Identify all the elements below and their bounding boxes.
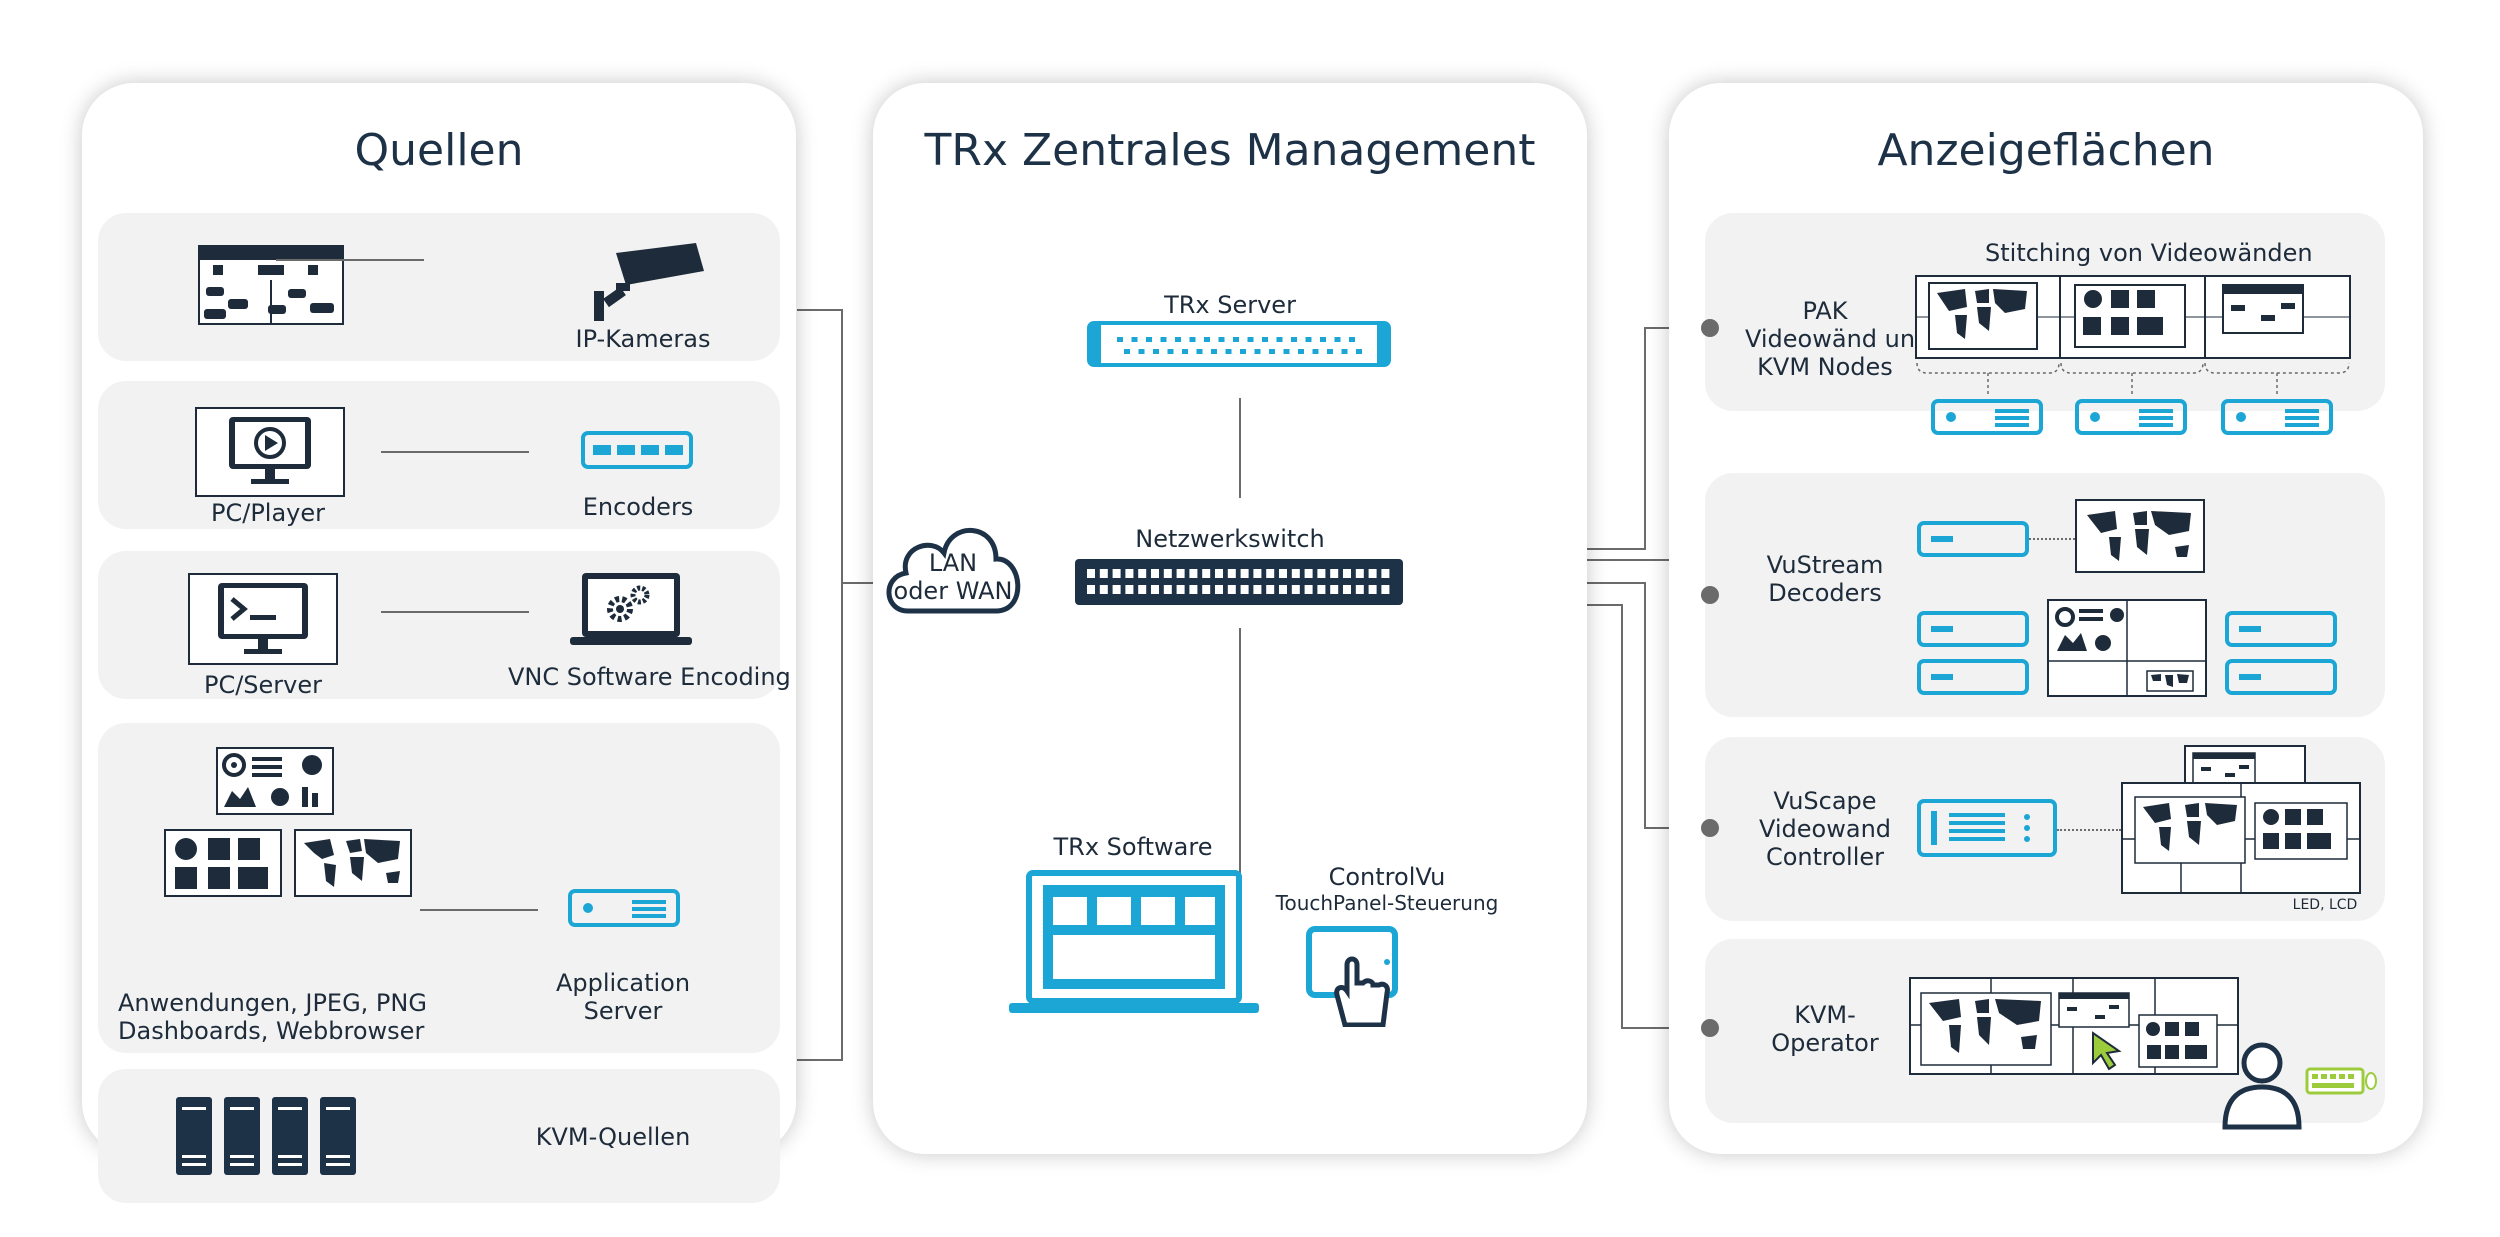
cloud-icon [878, 503, 1030, 621]
pak-node-icon-3 [2221, 399, 2333, 435]
dotted-link [2057, 829, 2121, 831]
label-switch: Netzwerkswitch [1135, 525, 1325, 553]
traffic-scene-icon [198, 245, 344, 325]
card-pc-player: PC/Player Encoders [98, 381, 780, 529]
line-server-switch [1239, 398, 1241, 498]
connector-line [420, 909, 538, 911]
label-vuscape-3: Controller [1765, 843, 1885, 871]
trx-server-icon [1087, 321, 1391, 367]
touch-panel-icon [1305, 925, 1405, 1027]
management-panel: TRx Zentrales Management TRx Server Netz… [873, 83, 1587, 1154]
videowall-controller-icon [1917, 799, 2057, 857]
label-trx-software: TRx Software [1053, 833, 1213, 861]
label-pc-player: PC/Player [211, 499, 325, 527]
network-switch-icon [1075, 559, 1403, 605]
card-applications: Anwendungen, JPEG, PNG Dashboards, Webbr… [98, 723, 780, 1053]
label-vustream-2: Decoders [1768, 579, 1882, 607]
label-pak-3: KVM Nodes [1757, 353, 1893, 381]
application-server-icon [568, 889, 680, 927]
label-lan-wan: oder WAN [893, 577, 1013, 605]
world-map-icon [294, 829, 412, 897]
line-switch-software [1239, 628, 1241, 888]
label-stitching: Stitching von Videowänden [1985, 239, 2313, 267]
connector-line [381, 451, 529, 453]
label-led-lcd: LED, LCD [2292, 897, 2358, 913]
operator-person-icon [2217, 1041, 2377, 1131]
decoder-icon-5 [2225, 659, 2337, 695]
stitch-brackets [1916, 362, 2350, 397]
label-vuscape-1: VuScape [1773, 787, 1877, 815]
label-vustream-1: VuStream [1766, 551, 1884, 579]
label-apps-line2: Dashboards, Webbrowser [118, 1017, 425, 1045]
label-kvm-op-2: Operator [1771, 1029, 1879, 1057]
card-pc-server: PC/Server VNC Software Encoding [98, 551, 791, 699]
panel-title-displays: Anzeigeflächen [1877, 125, 2215, 176]
decoder-icon-4 [2225, 611, 2337, 647]
label-vuscape-2: Videowand [1758, 815, 1892, 843]
label-pak-1: PAK [1802, 297, 1848, 325]
label-kvm-op-1: KVM- [1794, 1001, 1856, 1029]
label-touchpanel: TouchPanel-Steuerung [1275, 891, 1499, 915]
label-app-server-line1: Application [555, 969, 691, 997]
label-apps-line1: Anwendungen, JPEG, PNG [118, 989, 427, 1017]
label-vnc: VNC Software Encoding [508, 663, 791, 691]
label-lan: LAN [928, 549, 978, 577]
card-vuscape: VuScape Videowand Controller [1705, 737, 2385, 921]
map-display-icon [2075, 499, 2205, 573]
label-controlvu: ControlVu [1328, 863, 1446, 891]
card-pak: PAK Videowänd und KVM Nodes Stitching vo… [1705, 213, 2385, 435]
server-towers-icon [176, 1097, 362, 1175]
decoder-icon-2 [1917, 611, 2029, 647]
panel-title-management: TRx Zentrales Management [924, 125, 1536, 176]
operator-wall-icon [1909, 977, 2239, 1075]
dashboard-icon [216, 747, 334, 815]
security-camera-icon [586, 243, 706, 323]
label-app-server-line2: Server [583, 997, 663, 1025]
label-pak-2: Videowänd und [1745, 325, 1931, 353]
displays-panel: Anzeigeflächen PAK Videowänd und KVM Nod… [1669, 83, 2423, 1154]
decoder-icon-3 [1917, 659, 2029, 695]
connector-line [381, 611, 529, 613]
laptop-gears-icon [568, 571, 694, 651]
label-ip-cameras: IP-Kameras [575, 325, 711, 353]
label-kvm-sources: KVM-Quellen [535, 1123, 691, 1151]
pak-node-icon-1 [1931, 399, 2043, 435]
stitched-videowall-icon [1915, 275, 2351, 359]
label-trx-server: TRx Server [1164, 291, 1296, 319]
panel-title-sources: Quellen [354, 125, 524, 176]
dotted-link [2029, 538, 2075, 540]
card-kvm-operator: KVM- Operator [1705, 939, 2385, 1130]
label-pc-server: PC/Server [203, 671, 323, 699]
label-encoders: Encoders [582, 493, 694, 521]
laptop-software-icon [1009, 869, 1259, 1015]
card-vustream: VuStream Decoders [1705, 473, 2385, 717]
card-kvm-sources: KVM-Quellen [98, 1069, 780, 1203]
dashboard-wall-icon [2047, 599, 2207, 697]
card-ip-cameras: IP-Kameras [98, 213, 780, 361]
monitor-play-icon [195, 407, 345, 497]
office-apps-icon [164, 829, 282, 897]
encoder-icon [581, 431, 693, 469]
led-lcd-wall-icon [2121, 745, 2361, 895]
sources-panel: Quellen [82, 83, 796, 1203]
decoder-icon-1 [1917, 521, 2029, 557]
pak-node-icon-2 [2075, 399, 2187, 435]
terminal-monitor-icon [188, 573, 338, 665]
connector-line [276, 259, 424, 261]
